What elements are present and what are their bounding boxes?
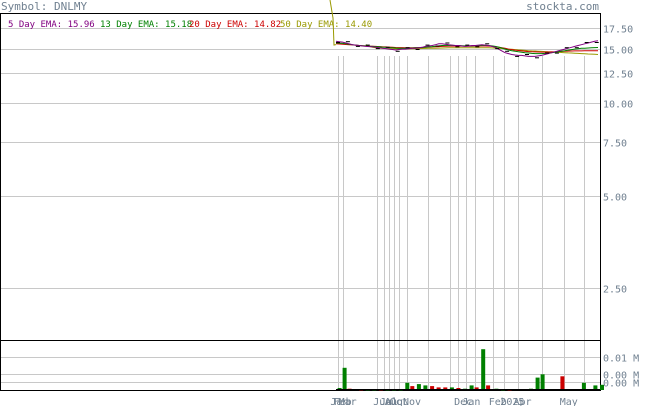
date-tick-label: Jan xyxy=(330,397,348,406)
series-line-13-day-ema xyxy=(335,42,599,55)
volume-bar xyxy=(600,384,604,390)
series-line-5-day-ema xyxy=(335,40,599,57)
volume-bar xyxy=(430,386,435,390)
date-tick-label: Oct xyxy=(390,397,408,406)
legend-ema-5: 5 Day EMA: 15.96 xyxy=(8,20,95,30)
date-tick-label: Aug xyxy=(385,397,403,406)
volume-bar xyxy=(405,382,410,390)
price-tick-label: 2.50 xyxy=(603,285,627,296)
date-tick-label: Feb xyxy=(334,397,352,406)
volume-bar xyxy=(540,374,545,390)
volume-tick-label: 0.00 M xyxy=(603,379,639,390)
price-tick-label: 12.50 xyxy=(603,70,633,81)
volume-panel-frame xyxy=(0,340,601,391)
volume-bar xyxy=(581,382,586,390)
symbol-label: Symbol: DNLMY xyxy=(1,0,87,13)
series-line-50-day-ema-lead xyxy=(329,0,337,46)
volume-bar xyxy=(449,387,454,390)
volume-bar xyxy=(423,385,428,390)
volume-bars xyxy=(336,349,604,391)
volume-bar xyxy=(342,367,347,390)
price-tick-label: 5.00 xyxy=(603,193,627,204)
date-tick-label: Jun xyxy=(373,397,391,406)
volume-bar xyxy=(469,385,474,390)
volume-bar xyxy=(560,376,565,390)
grid-lines xyxy=(1,28,600,390)
volume-bar xyxy=(474,387,479,390)
price-tick-label: 10.00 xyxy=(603,100,633,111)
legend-ema-50: 50 Day EMA: 14.40 xyxy=(280,20,372,30)
date-tick-label: May xyxy=(560,397,578,406)
volume-bar xyxy=(593,385,598,390)
volume-bar xyxy=(410,386,415,390)
price-tick-label: 7.50 xyxy=(603,139,627,150)
legend-ema-13: 13 Day EMA: 15.18 xyxy=(100,20,192,30)
chart-frames xyxy=(0,13,601,391)
price-panel-frame xyxy=(0,13,601,341)
volume-bar xyxy=(416,384,421,390)
date-tick-label: Nov xyxy=(403,397,421,406)
volume-bar xyxy=(443,387,448,390)
date-tick-label: Mar xyxy=(339,397,357,406)
date-tick-label: 2025 xyxy=(500,397,524,406)
date-tick-label: Dec xyxy=(454,397,472,406)
legend-ema-20: 20 Day EMA: 14.82 xyxy=(189,20,281,30)
volume-tick-label: 0.01 M xyxy=(603,354,639,365)
volume-tick-label: 0.00 M xyxy=(603,371,639,382)
site-watermark[interactable]: stockta.com xyxy=(526,0,599,13)
volume-bar xyxy=(535,377,540,390)
volume-bar xyxy=(481,349,486,390)
price-tick-label: 15.00 xyxy=(603,46,633,57)
date-tick-label: Jan xyxy=(462,397,480,406)
date-tick-label: Apr xyxy=(514,397,532,406)
date-tick-label: Jul xyxy=(380,397,398,406)
volume-bar xyxy=(436,387,441,390)
price-tick-label: 17.50 xyxy=(603,25,633,36)
date-tick-label: Feb xyxy=(489,397,507,406)
price-panel-lines xyxy=(329,0,599,59)
ema-legend: 5 Day EMA: 15.96 13 Day EMA: 15.18 20 Da… xyxy=(8,20,372,30)
axis-labels: 17.50 15.00 12.50 10.00 7.50 5.00 2.50 0.01 M 0.… xyxy=(330,25,639,406)
volume-bar xyxy=(486,385,491,390)
